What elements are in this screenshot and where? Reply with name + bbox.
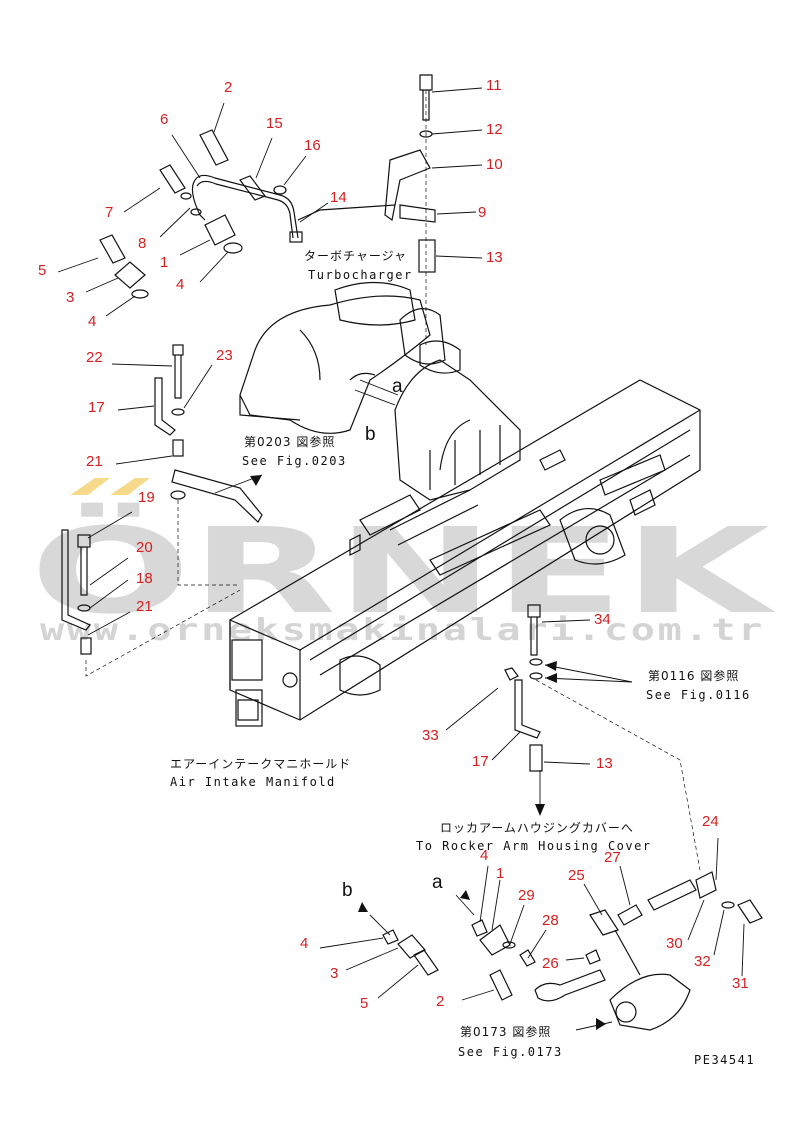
caption-fig0173-jp: 第0173 図参照: [460, 1024, 551, 1039]
callout-21-bottom: 21: [136, 598, 153, 615]
callout-18: 18: [136, 570, 153, 587]
arrow-fig0203-icon: [250, 475, 262, 486]
callout-11: 11: [486, 77, 502, 94]
callout-2-a: 2: [436, 993, 444, 1010]
captions: ターボチャージャ Turbocharger 第0203 図参照 See Fig.…: [170, 249, 755, 1067]
callout-14: 14: [330, 189, 347, 206]
turbo-elbow: [394, 340, 521, 501]
arrow-heads: [250, 475, 606, 1030]
caption-rocker-en: To Rocker Arm Housing Cover: [416, 839, 652, 853]
callout-12: 12: [486, 121, 503, 138]
callout-3-b: 3: [330, 965, 338, 982]
callout-19: 19: [138, 489, 155, 506]
view-letters: a b a b: [342, 376, 443, 901]
callout-23: 23: [216, 347, 233, 364]
watermark: ÖRNEK www.orneksmakinalari.com.tr: [30, 478, 777, 648]
oil-pipe-assembly: [99, 129, 396, 299]
right-support-bracket: [504, 604, 701, 871]
callout-5-b: 5: [360, 995, 368, 1012]
view-letter-a-main: a: [392, 376, 403, 397]
caption-fig0203-jp: 第0203 図参照: [244, 434, 335, 449]
callout-17-top: 17: [88, 399, 105, 416]
air-intake-manifold: [229, 379, 701, 727]
callout-7: 7: [105, 204, 113, 221]
callout-34: 34: [594, 611, 611, 628]
view-letter-b-detail: b: [342, 880, 353, 901]
arrow-fig0173-icon: [596, 1018, 606, 1030]
turbocharger: [239, 281, 446, 434]
callout-3-top: 3: [66, 289, 74, 306]
watermark-accent-right: [110, 478, 150, 495]
watermark-brand: ÖRNEK: [30, 502, 777, 640]
callout-10: 10: [486, 156, 503, 173]
drawing-number: PE34541: [694, 1053, 755, 1067]
callout-4-left: 4: [88, 313, 96, 330]
callout-13-top: 13: [486, 249, 503, 266]
caption-fig0116-en: See Fig.0116: [646, 688, 751, 702]
callout-17-bottom: 17: [472, 753, 489, 770]
arrow-view-b-icon: [358, 902, 368, 912]
callout-4-b: 4: [300, 935, 308, 952]
caption-fig0116-jp: 第0116 図参照: [648, 668, 739, 683]
caption-manifold-jp: エアーインテークマニホールド: [170, 757, 351, 771]
callout-2-top: 2: [224, 79, 232, 96]
watermark-accent-left: [70, 478, 110, 495]
callout-25: 25: [568, 867, 585, 884]
callout-20: 20: [136, 539, 153, 556]
caption-fig0173-en: See Fig.0173: [458, 1045, 563, 1059]
sensor-assembly: [519, 871, 763, 1031]
callout-22: 22: [86, 349, 103, 366]
callout-1-top: 1: [160, 254, 168, 271]
callout-32: 32: [694, 953, 711, 970]
caption-fig0203-en: See Fig.0203: [242, 454, 347, 468]
callout-6: 6: [160, 111, 168, 128]
callout-1-a: 1: [496, 865, 504, 882]
callout-29: 29: [518, 887, 535, 904]
callout-8: 8: [138, 235, 146, 252]
callout-9: 9: [478, 204, 486, 221]
callout-5-top: 5: [38, 262, 46, 279]
callout-26: 26: [542, 955, 559, 972]
leader-lines: [57, 87, 745, 1031]
left-support-bracket: [61, 344, 263, 677]
caption-turbo-jp: ターボチャージャ: [304, 249, 407, 263]
callout-13-bottom: 13: [596, 755, 613, 772]
callout-numbers: 2 6 15 16 7 8 14 1 5 3 4 4 11 12 10 9 13…: [38, 77, 749, 1012]
view-letter-a-detail: a: [432, 872, 443, 893]
view-letter-b-main: b: [365, 424, 376, 445]
arrow-fig0116-lower-icon: [545, 673, 557, 683]
detail-view-b: [382, 929, 439, 976]
callout-15: 15: [266, 115, 283, 132]
callout-31: 31: [732, 975, 749, 992]
caption-manifold-en: Air Intake Manifold: [170, 775, 336, 789]
callout-4-mid: 4: [176, 276, 184, 293]
detail-view-a: [471, 919, 516, 1001]
callout-28: 28: [542, 912, 559, 929]
caption-turbo-en: Turbocharger: [308, 268, 413, 282]
arrow-fig0116-upper-icon: [545, 661, 557, 671]
callout-21-top: 21: [86, 453, 103, 470]
arrow-view-a-icon: [460, 890, 470, 900]
callout-30: 30: [666, 935, 683, 952]
callout-4-a: 4: [480, 847, 488, 864]
turbo-bracket-stack: [384, 74, 436, 345]
callout-33: 33: [422, 727, 439, 744]
caption-rocker-jp: ロッカアームハウジングカバーへ: [440, 821, 634, 835]
callout-24: 24: [702, 813, 719, 830]
watermark-url: www.orneksmakinalari.com.tr: [40, 613, 765, 648]
arrow-rocker-icon: [535, 804, 545, 816]
callout-16: 16: [304, 137, 321, 154]
callout-27: 27: [604, 849, 621, 866]
